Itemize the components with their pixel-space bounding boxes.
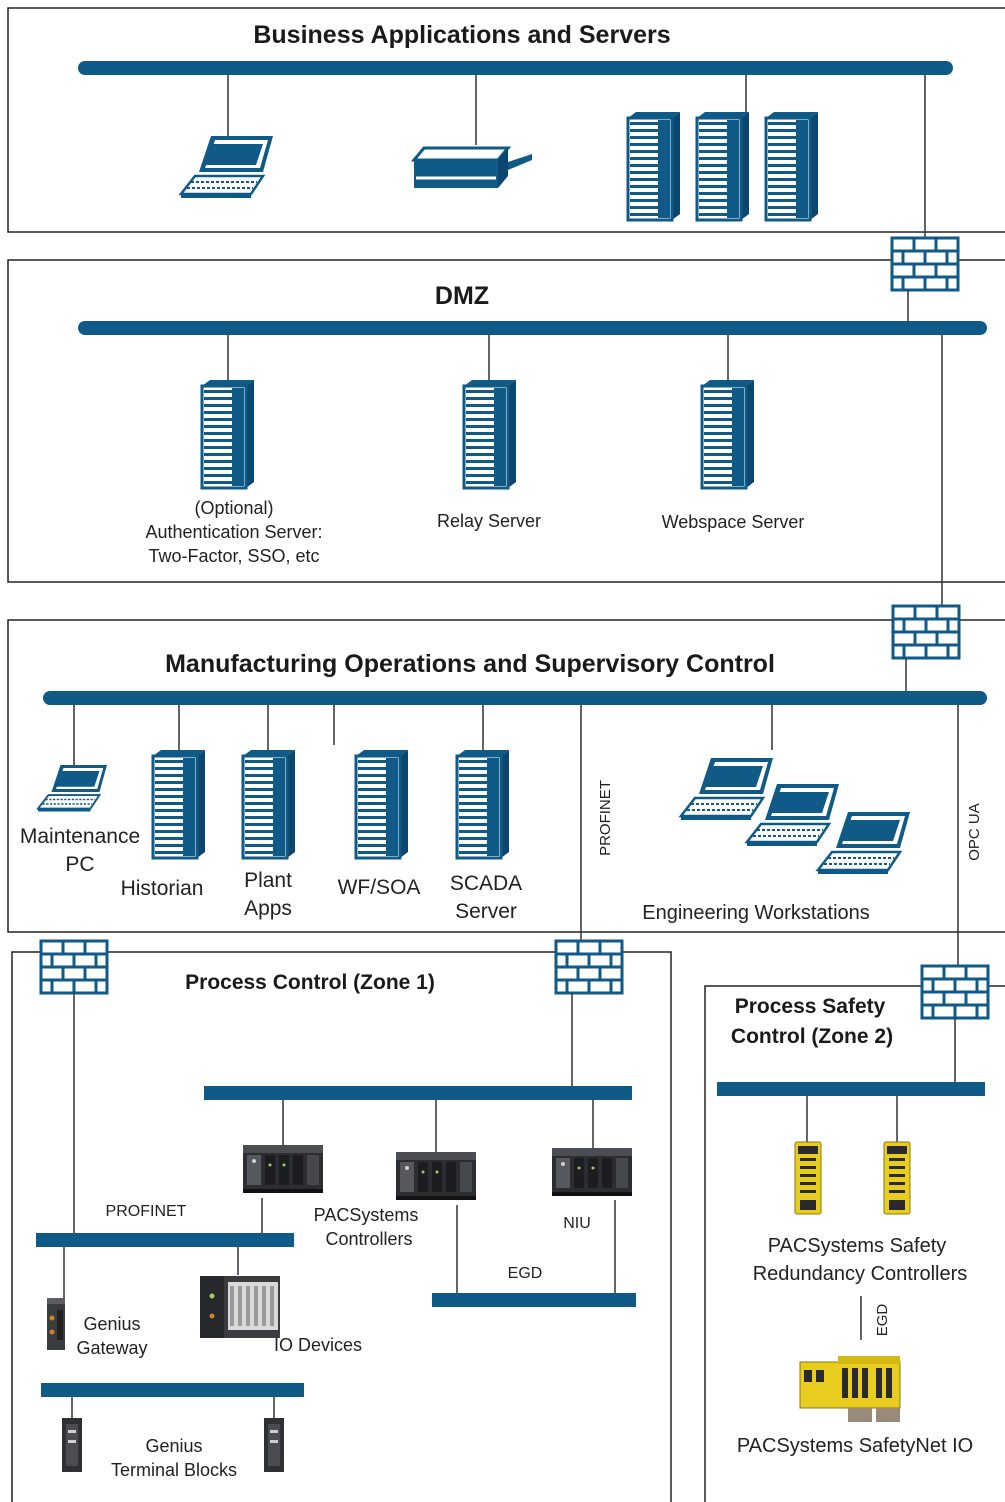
- engineering-workstations-label: Engineering Workstations: [642, 902, 870, 924]
- profinet-vertical-label: PROFINET: [597, 780, 614, 856]
- firewall-icon: [890, 236, 960, 292]
- maintenance-pc-label: Maintenance: [20, 825, 140, 848]
- profinet-label: PROFINET: [106, 1203, 187, 1220]
- maintenance-pc-label: PC: [65, 853, 94, 876]
- business-laptop-icon: [179, 134, 275, 200]
- auth-server-icon: [200, 378, 256, 490]
- opcua-vertical-label: OPC UA: [966, 803, 983, 861]
- safety-controller-icon: [883, 1141, 911, 1215]
- business-server-icon: [695, 110, 751, 222]
- engineering-workstation-icon: [679, 756, 775, 822]
- pacsystems-controller-icon: [396, 1152, 476, 1200]
- manufacturing-zone-title: Manufacturing Operations and Supervisory…: [165, 650, 775, 678]
- relay-server-icon: [462, 378, 518, 490]
- egd-vertical-label: EGD: [874, 1304, 891, 1337]
- printer-icon: [410, 146, 532, 188]
- firewall-icon: [39, 939, 109, 995]
- engineering-workstation-icon: [816, 810, 912, 876]
- plant-apps-server-icon: [241, 748, 297, 860]
- scada-server-label: SCADA: [450, 872, 522, 895]
- scada-server-icon: [455, 748, 511, 860]
- process-safety-zone-title: Control (Zone 2): [731, 1025, 893, 1048]
- business-server-icon: [764, 110, 820, 222]
- manufacturing-zone-border: [7, 619, 1005, 933]
- process-safety-zone-border: [704, 985, 1005, 1502]
- niu-label: NIU: [563, 1215, 591, 1232]
- niu-controller-icon: [552, 1148, 632, 1196]
- wfsoa-server-icon: [354, 748, 410, 860]
- egd-label: EGD: [508, 1265, 543, 1282]
- safety-controller-icon: [794, 1141, 822, 1215]
- business-zone-title: Business Applications and Servers: [253, 21, 670, 49]
- plant-apps-label: Apps: [244, 897, 292, 920]
- process-control-zone-border: [11, 951, 672, 1502]
- safetynet-io-label: PACSystems SafetyNet IO: [737, 1435, 973, 1457]
- relay-server-label: Relay Server: [437, 511, 541, 531]
- auth-server-label: Two-Factor, SSO, etc: [148, 546, 319, 566]
- firewall-icon: [891, 604, 961, 660]
- io-devices-label: IO Devices: [274, 1335, 362, 1355]
- pacsystems-controller-icon: [243, 1145, 323, 1193]
- maintenance-pc-icon: [37, 764, 108, 813]
- scada-server-label: Server: [455, 900, 517, 923]
- genius-gateway-icon: [47, 1298, 65, 1350]
- dmz-zone-title: DMZ: [435, 282, 489, 310]
- process-control-zone-title: Process Control (Zone 1): [185, 971, 435, 994]
- genius-gateway-label: Gateway: [76, 1338, 147, 1358]
- historian-server-icon: [151, 748, 207, 860]
- auth-server-label: Authentication Server:: [145, 522, 322, 542]
- dmz-zone-border: [7, 259, 1005, 583]
- wfsoa-label: WF/SOA: [338, 876, 421, 899]
- safetynet-io-icon: [799, 1356, 901, 1422]
- business-server-icon: [626, 110, 682, 222]
- pacsystems-controllers-label: Controllers: [325, 1229, 412, 1249]
- safety-controllers-label: Redundancy Controllers: [753, 1263, 968, 1285]
- pacsystems-controllers-label: PACSystems: [314, 1205, 419, 1225]
- webspace-server-icon: [700, 378, 756, 490]
- firewall-icon: [554, 939, 624, 995]
- firewall-icon: [920, 964, 990, 1020]
- io-devices-icon: [200, 1276, 280, 1338]
- terminal-block-icon: [264, 1418, 284, 1472]
- safety-controllers-label: PACSystems Safety: [768, 1235, 947, 1257]
- terminal-block-icon: [62, 1418, 82, 1472]
- genius-terminal-blocks-label: Terminal Blocks: [111, 1460, 237, 1480]
- webspace-server-label: Webspace Server: [662, 512, 805, 532]
- business-zone-border: [7, 7, 1005, 233]
- genius-terminal-blocks-label: Genius: [145, 1436, 202, 1456]
- auth-server-label: (Optional): [194, 498, 273, 518]
- historian-label: Historian: [121, 877, 204, 900]
- process-safety-zone-title: Process Safety: [735, 995, 886, 1018]
- plant-apps-label: Plant: [244, 869, 292, 892]
- genius-gateway-label: Genius: [83, 1314, 140, 1334]
